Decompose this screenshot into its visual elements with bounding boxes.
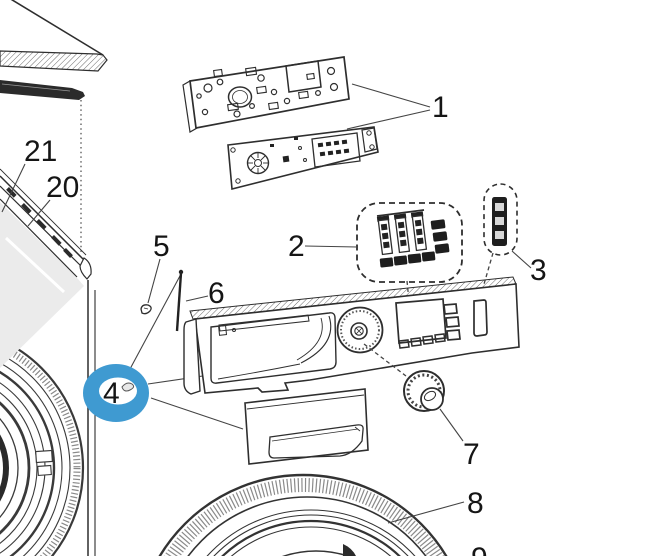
- door-handle-notch: [343, 544, 356, 556]
- leader-line-21: [1, 163, 26, 213]
- leader-line-20: [27, 199, 51, 227]
- callouts: 1 2 3 4 5 6 7 8 9 20 21: [24, 91, 547, 556]
- top-trim-bar: [0, 80, 85, 253]
- button-stems: [376, 211, 428, 256]
- retaining-clip: [140, 304, 152, 315]
- callout-8[interactable]: 8: [467, 487, 484, 520]
- callout-6[interactable]: 6: [208, 277, 225, 310]
- callout-3[interactable]: 3: [530, 254, 547, 287]
- drawer-handle-recess: [268, 424, 364, 459]
- display-window-cutout: [285, 60, 322, 93]
- highlight-part-4[interactable]: [83, 364, 149, 422]
- dashed-outline-part-2: [356, 202, 463, 283]
- knob-cutout: [227, 86, 253, 108]
- button-caps: [379, 219, 450, 268]
- control-panel-front: [183, 276, 520, 395]
- machine-top-surface: [0, 202, 84, 368]
- leader-line-6: [185, 295, 209, 302]
- dashed-outline-part-3: [483, 183, 518, 256]
- leader-line-7: [439, 408, 464, 442]
- callout-5[interactable]: 5: [153, 230, 170, 263]
- callout-20[interactable]: 20: [46, 171, 79, 204]
- leader-line-5: [147, 258, 161, 304]
- leader-line-3: [511, 250, 532, 269]
- program-knob: [403, 370, 445, 412]
- electronic-control-board: [227, 126, 379, 191]
- machine-front-door: [0, 338, 85, 556]
- knob-mount: [336, 306, 384, 354]
- leader-line-2: [304, 245, 358, 248]
- buzzer: [246, 151, 270, 175]
- top-lid: [0, 0, 108, 72]
- panel-display: [395, 298, 461, 349]
- dispenser-drawer-front: [244, 388, 369, 465]
- rail-rod: [175, 269, 184, 332]
- door-latch-detail: [35, 449, 54, 464]
- button-strip: [479, 183, 518, 299]
- leader-line-8: [387, 501, 465, 524]
- panel-left-cap: [183, 318, 201, 395]
- callout-4[interactable]: 4: [103, 377, 120, 410]
- porthole-door: [158, 473, 448, 556]
- leader-line-20-21: [1, 163, 51, 227]
- leader-line-3-dashed: [479, 252, 494, 299]
- door-glass: [281, 550, 351, 556]
- control-panel-support: [182, 56, 350, 133]
- dispenser-opening: [210, 312, 337, 384]
- leader-line-1: [346, 83, 431, 130]
- machine-front-edge: [87, 280, 96, 556]
- part-4-item: [121, 382, 135, 392]
- display-connector: [311, 132, 361, 168]
- callout-1[interactable]: 1: [432, 91, 449, 124]
- callout-2[interactable]: 2: [288, 230, 305, 263]
- button-kit: [356, 202, 463, 302]
- callout-7[interactable]: 7: [463, 438, 480, 471]
- panel-slot: [473, 299, 488, 337]
- callout-21[interactable]: 21: [24, 135, 57, 168]
- lid-front-edge: [0, 50, 108, 72]
- leader-line-7-dashed: [363, 343, 407, 377]
- callout-9[interactable]: 9: [471, 542, 488, 556]
